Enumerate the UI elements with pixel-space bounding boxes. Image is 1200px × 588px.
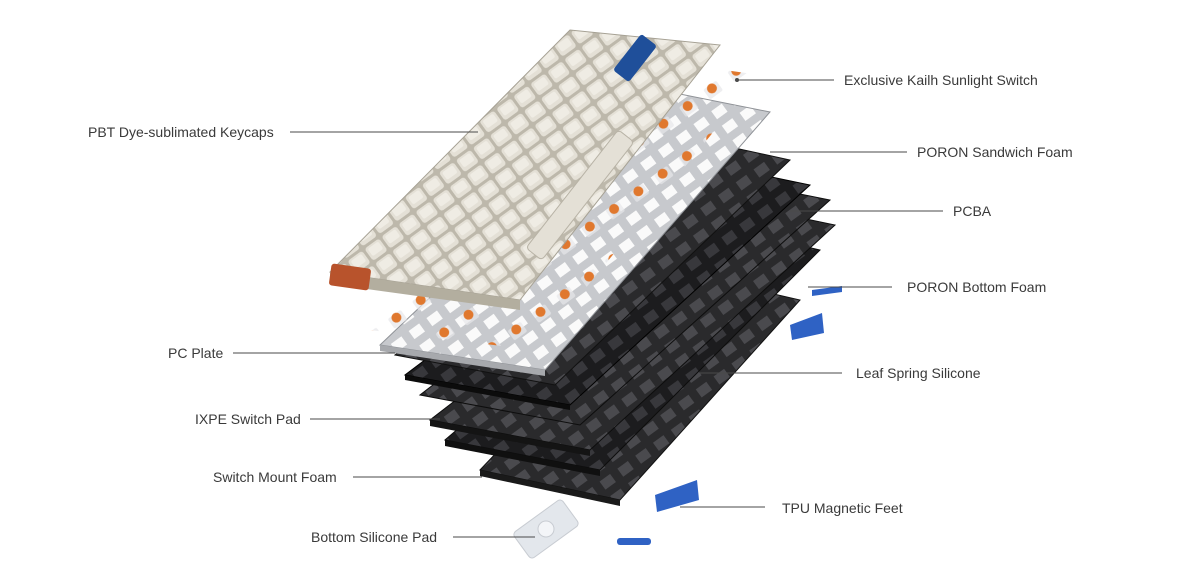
- pbt-keycaps: [328, 29, 721, 310]
- label-poron-bottom-foam: PORON Bottom Foam: [907, 279, 1047, 295]
- tpu-magnetic-feet: [655, 286, 842, 512]
- orange-accent-keycap: [329, 263, 371, 291]
- label-switch-mount-foam: Switch Mount Foam: [213, 469, 337, 485]
- label-ixpe-switch-pad: IXPE Switch Pad: [195, 411, 301, 427]
- label-leaf-spring-silicone: Leaf Spring Silicone: [856, 365, 981, 381]
- label-pcba: PCBA: [953, 203, 992, 219]
- leader-lines: [233, 78, 943, 538]
- label-kailh-sunlight-switch: Exclusive Kailh Sunlight Switch: [844, 72, 1038, 88]
- label-tpu-magnetic-feet: TPU Magnetic Feet: [782, 500, 903, 516]
- spacebar-keycap: [527, 130, 633, 260]
- label-pc-plate: PC Plate: [168, 345, 224, 361]
- label-pbt-keycaps: PBT Dye-sublimated Keycaps: [88, 124, 274, 140]
- label-poron-sandwich-foam: PORON Sandwich Foam: [917, 144, 1073, 160]
- label-bottom-silicone-pad: Bottom Silicone Pad: [311, 529, 438, 545]
- tpu-foot-small: [617, 538, 651, 545]
- bottom-silicone-pad: [513, 499, 579, 559]
- blue-accent-keycap: [614, 34, 656, 82]
